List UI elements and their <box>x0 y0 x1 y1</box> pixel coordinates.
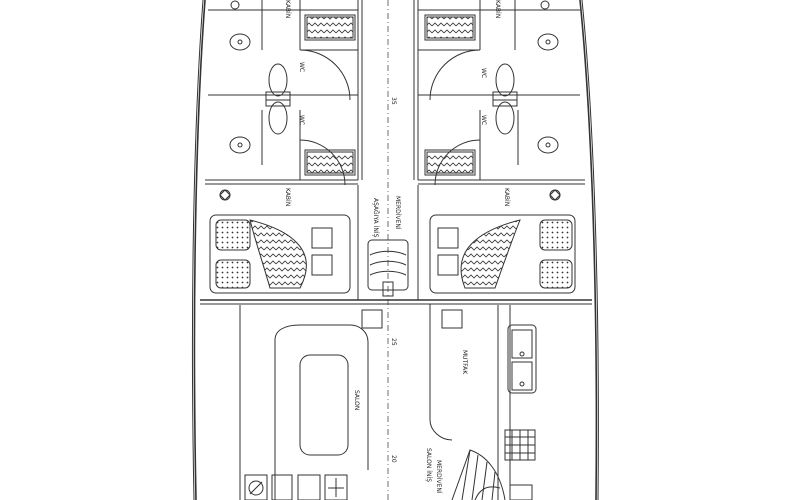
label-wc: WC <box>480 115 487 125</box>
label-kabin: KABİN <box>503 188 510 206</box>
label-kabin: KABİN <box>494 0 501 18</box>
hull-outline <box>579 0 598 500</box>
label-kabin: KABİN <box>284 0 291 18</box>
dimension-25: 25 <box>390 338 397 346</box>
label-wc: WC <box>480 68 487 78</box>
label-mutfak: MUTFAK <box>461 350 468 375</box>
hull-outline <box>581 0 599 500</box>
label-wc: WC <box>298 62 305 72</box>
label-wc: WC <box>298 115 305 125</box>
label-salon: SALON <box>353 390 360 410</box>
hull-outline <box>193 0 206 500</box>
dimension-35: 35 <box>390 97 397 105</box>
label-stair-down: AŞAĞIYA İNİŞ <box>372 198 379 238</box>
hull-outline <box>191 0 204 500</box>
label-kabin: KABİN <box>284 188 291 206</box>
dimension-20: 20 <box>390 455 397 463</box>
label-stair-down: MERDİVENİ <box>394 196 401 230</box>
label-salon-stair: SALON İNİŞ <box>425 448 432 482</box>
label-salon-stair: MERDİVENİ <box>435 460 442 494</box>
